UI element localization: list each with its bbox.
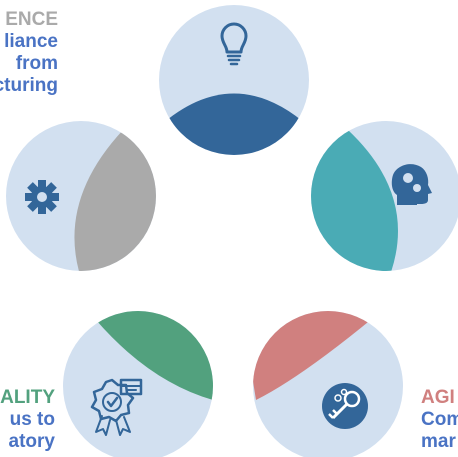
agility-line-2: mar	[421, 431, 456, 452]
certificate-icon	[90, 378, 143, 436]
quality-bubble[interactable]	[63, 300, 230, 457]
agility-bubble[interactable]	[240, 300, 403, 457]
excellence-line-3: cturing	[0, 75, 58, 96]
excellence-heading: ENCE	[5, 9, 58, 30]
agility-heading: AGI	[421, 387, 455, 408]
digital-bubble[interactable]	[300, 120, 458, 275]
agility-line-1: Com	[421, 409, 458, 430]
gear-icon	[25, 180, 59, 214]
excellence-label: ENCE liance from cturing	[0, 9, 58, 97]
excellence-line-2: from	[15, 53, 58, 74]
innovation-bubble[interactable]	[150, 5, 318, 170]
lightbulb-icon	[220, 22, 248, 66]
quality-line-2: atory	[8, 431, 55, 452]
excellence-bubble[interactable]	[6, 120, 170, 275]
quality-label: ALITY us to atory	[0, 387, 55, 453]
quality-line-1: us to	[9, 409, 55, 430]
head-gears-icon	[391, 164, 432, 205]
excellence-line-1: liance	[4, 31, 58, 52]
key-icon	[322, 383, 368, 429]
quality-heading: ALITY	[0, 387, 55, 408]
agility-label: AGI Com mar	[421, 387, 458, 453]
